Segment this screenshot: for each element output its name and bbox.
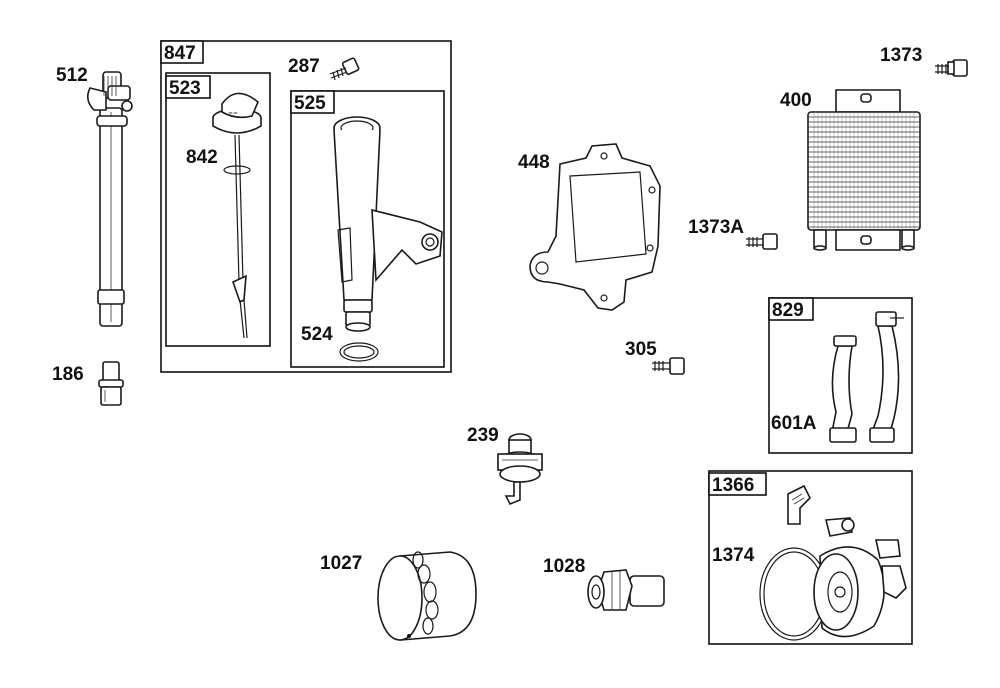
tag-box-829 <box>768 297 814 321</box>
label-512: 512 <box>56 65 88 86</box>
kit-frame-1366 <box>708 470 913 645</box>
label-1374: 1374 <box>712 545 755 566</box>
tag-box-525 <box>290 90 335 114</box>
kit-frame-829 <box>768 297 913 454</box>
dipstick-tube-512 <box>86 71 133 327</box>
oil-cooler-400 <box>807 89 921 251</box>
label-287: 287 <box>288 56 320 77</box>
label-842: 842 <box>186 147 218 168</box>
label-448: 448 <box>518 152 550 173</box>
fitting-nipple-1028 <box>587 569 665 611</box>
screw-287 <box>329 57 360 81</box>
screw-305 <box>652 357 685 375</box>
tag-box-523 <box>165 75 211 99</box>
bolt-1373 <box>935 59 968 77</box>
tag-box-847 <box>160 40 204 64</box>
label-1027: 1027 <box>320 553 362 574</box>
label-847: 847 <box>164 43 196 64</box>
oil-filter-adapter-1374 <box>759 484 907 641</box>
label-601A: 601A <box>771 413 817 434</box>
label-1373A: 1373A <box>688 217 744 238</box>
label-400: 400 <box>780 90 812 111</box>
dipstick-523: ≈≈ <box>212 92 262 339</box>
label-1366: 1366 <box>712 475 754 496</box>
tag-box-1366 <box>708 472 767 496</box>
label-305: 305 <box>625 339 657 360</box>
oil-fill-tube-525 <box>333 116 443 332</box>
label-523: 523 <box>169 78 201 99</box>
kit-frame-525 <box>290 90 445 368</box>
label-186: 186 <box>52 364 84 385</box>
svg-text:≈≈: ≈≈ <box>228 110 238 117</box>
kit-frame-523 <box>165 72 271 347</box>
kit-frame-847 <box>160 40 452 373</box>
pressure-switch-239 <box>497 433 543 506</box>
o-ring-524 <box>339 342 379 362</box>
hose-601A <box>829 311 904 443</box>
label-829: 829 <box>772 300 804 321</box>
gasket-448 <box>529 143 661 311</box>
label-1373: 1373 <box>880 45 922 66</box>
label-239: 239 <box>467 425 499 446</box>
oil-filter-1027 <box>377 551 477 641</box>
label-524: 524 <box>301 324 333 345</box>
label-525: 525 <box>294 93 326 114</box>
label-1028: 1028 <box>543 556 585 577</box>
fitting-186 <box>98 361 124 406</box>
bolt-1373A <box>746 233 778 250</box>
